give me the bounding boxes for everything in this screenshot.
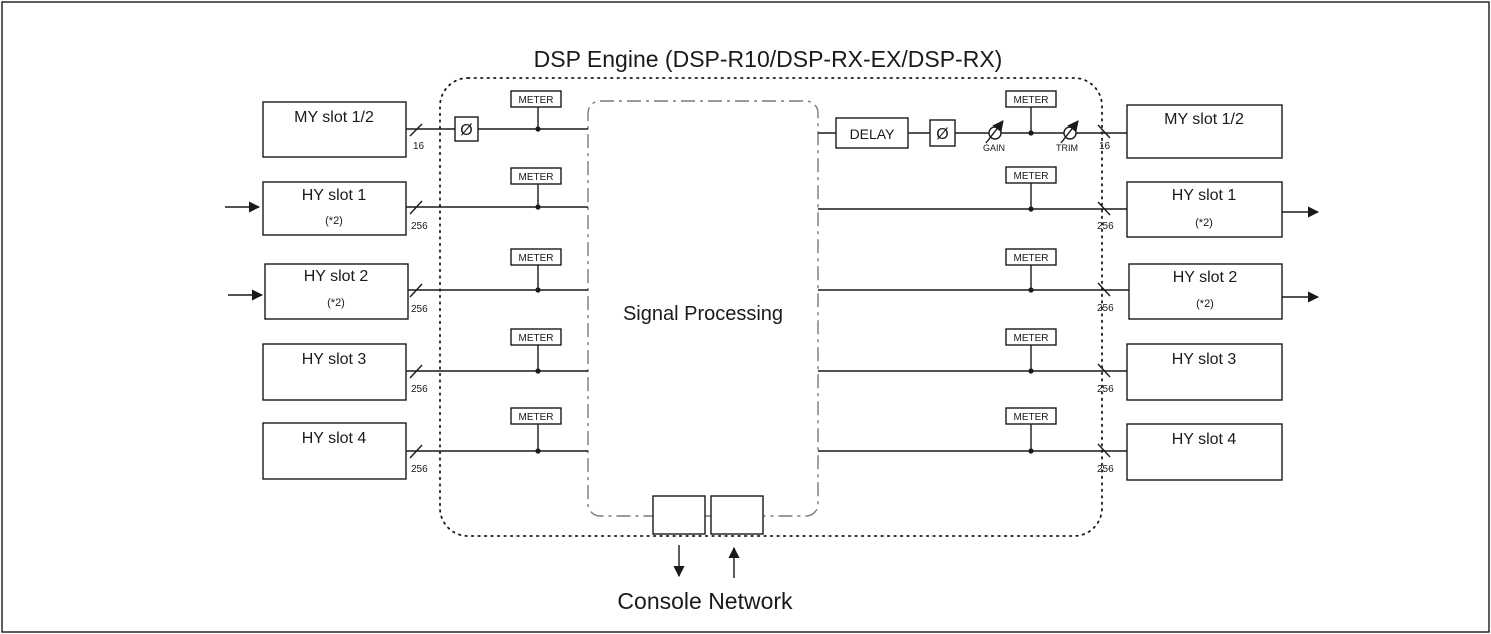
output-slot-name: MY slot 1/2: [1164, 111, 1244, 128]
meter-tap-dot: [1028, 287, 1034, 293]
meter-tap-dot: [535, 368, 541, 374]
input-slot-note: (*2): [327, 297, 345, 309]
channel-slash: [1097, 201, 1111, 216]
meter-tap-dot: [535, 287, 541, 293]
input-slot-box: [262, 422, 407, 480]
output-slot-name: HY slot 3: [1172, 351, 1237, 368]
output-channel-count: 256: [1097, 221, 1114, 232]
channel-slash: [1097, 124, 1111, 139]
output-channel-count: 16: [1099, 141, 1111, 152]
input-slot-note: (*2): [325, 215, 343, 227]
meter-label: METER: [1014, 333, 1049, 344]
trim-label: TRIM: [1056, 143, 1078, 153]
output-row-my-slot: DELAY Ø GAIN METER TRIM 16 MY slot 1/2: [818, 90, 1283, 159]
meter-tap-dot: [535, 204, 541, 210]
input-slot-name: MY slot 1/2: [294, 109, 374, 126]
output-row-hy-slot-3: METER 256 HY slot 3: [818, 328, 1283, 401]
meter-box: [510, 248, 562, 266]
meter-box: [510, 167, 562, 185]
output-slot-name: HY slot 4: [1172, 431, 1237, 448]
meter-label: METER: [1014, 95, 1049, 106]
delay-label: DELAY: [850, 126, 896, 142]
meter-tap-dot: [1028, 448, 1034, 454]
engine-title: DSP Engine (DSP-R10/DSP-RX-EX/DSP-RX): [534, 46, 1003, 72]
meter-box: [510, 90, 562, 108]
channel-slash: [409, 123, 423, 137]
input-slot-name: HY slot 2: [304, 268, 369, 285]
output-slot-note: (*2): [1195, 217, 1213, 229]
meter-box: [510, 407, 562, 425]
output-slot-name: HY slot 2: [1173, 269, 1238, 286]
output-slot-box: [1128, 263, 1283, 320]
output-row-hy-slot-1: METER 256 HY slot 1 (*2): [818, 166, 1320, 238]
output-slot-box: [1126, 181, 1283, 238]
meter-box: [510, 328, 562, 346]
output-slot-box: [1126, 104, 1283, 159]
phase-icon: Ø: [936, 126, 948, 143]
output-slot-name: HY slot 1: [1172, 187, 1237, 204]
gain-label: GAIN: [983, 143, 1005, 153]
output-row-hy-slot-2: METER 256 HY slot 2 (*2): [818, 248, 1320, 320]
input-slot-name: HY slot 3: [302, 351, 367, 368]
meter-tap-dot: [1028, 130, 1034, 136]
channel-slash: [1097, 282, 1111, 297]
phase-box: [929, 119, 956, 147]
meter-label: METER: [519, 95, 554, 106]
channel-slash: [409, 283, 423, 298]
output-slot-box: [1126, 343, 1283, 401]
delay-box: [835, 117, 909, 149]
meter-label: METER: [519, 253, 554, 264]
input-slot-box: [262, 181, 407, 236]
input-row-hy-slot-1: HY slot 1 (*2) 256 METER: [225, 167, 588, 236]
channel-slash: [409, 364, 423, 379]
input-slot-name: HY slot 4: [302, 430, 367, 447]
output-slot-box: [1126, 423, 1283, 481]
output-channel-count: 256: [1097, 303, 1114, 314]
network-port-in: [710, 495, 764, 535]
meter-label: METER: [1014, 412, 1049, 423]
input-row-hy-slot-4: HY slot 4 256 METER: [262, 407, 588, 480]
meter-label: METER: [519, 412, 554, 423]
meter-label: METER: [519, 333, 554, 344]
input-row-hy-slot-2: HY slot 2 (*2) 256 METER: [228, 248, 588, 320]
input-slot-box: [264, 263, 409, 320]
dsp-engine-boundary: [439, 77, 1103, 537]
input-slot-name: HY slot 1: [302, 187, 367, 204]
output-row-hy-slot-4: METER 256 HY slot 4: [818, 407, 1283, 481]
trim-knob-arrow: [1060, 120, 1079, 144]
input-channel-count: 256: [411, 304, 428, 315]
meter-label: METER: [1014, 171, 1049, 182]
input-channel-count: 256: [411, 464, 428, 475]
output-channel-count: 256: [1097, 464, 1114, 475]
input-slot-box: [262, 101, 407, 158]
meter-label: METER: [519, 172, 554, 183]
meter-tap-dot: [535, 448, 541, 454]
meter-tap-dot: [1028, 368, 1034, 374]
meter-tap-dot: [535, 126, 541, 132]
gain-knob-arrow: [985, 120, 1004, 144]
console-network-label: Console Network: [617, 588, 793, 614]
input-channel-count: 16: [413, 141, 425, 152]
channel-slash: [1097, 363, 1111, 378]
input-slot-box: [262, 343, 407, 401]
channel-slash: [409, 200, 423, 215]
signal-processing-label: Signal Processing: [623, 303, 783, 325]
phase-icon: Ø: [460, 122, 472, 139]
network-port-out: [652, 495, 706, 535]
input-channel-count: 256: [411, 221, 428, 232]
channel-slash: [1097, 443, 1111, 458]
input-row-my-slot: MY slot 1/2 16 Ø METER: [262, 90, 588, 158]
input-row-hy-slot-3: HY slot 3 256 METER: [262, 328, 588, 401]
output-slot-note: (*2): [1196, 298, 1214, 310]
meter-tap-dot: [1028, 206, 1034, 212]
input-channel-count: 256: [411, 384, 428, 395]
channel-slash: [409, 444, 423, 459]
meter-label: METER: [1014, 253, 1049, 264]
output-channel-count: 256: [1097, 384, 1114, 395]
